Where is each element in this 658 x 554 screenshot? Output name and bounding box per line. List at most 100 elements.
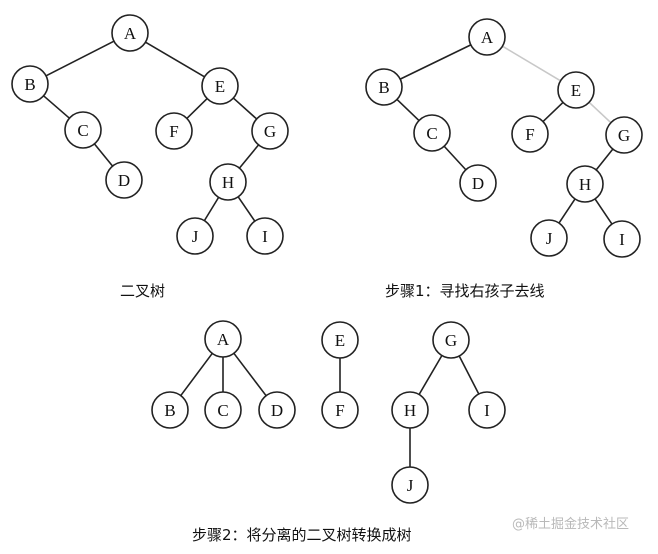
s1-removed-edge-e-g (588, 101, 612, 124)
s1-node-a: A (468, 18, 506, 56)
s1-node-h: H (566, 165, 604, 203)
node-label: H (404, 401, 416, 420)
s1-edge-g-h (595, 148, 614, 171)
bt-node-a: A (111, 14, 149, 52)
node-circle (459, 164, 497, 202)
bt-edge-a-e (145, 41, 205, 78)
node-circle (530, 219, 568, 257)
node-label: J (546, 229, 553, 248)
node-label: B (24, 75, 35, 94)
node-label: C (217, 401, 228, 420)
s2t3-edge-g-i (458, 355, 480, 395)
node-label: D (472, 174, 484, 193)
s2t3-node-h: H (391, 391, 429, 429)
bt-edge-g-h (238, 144, 260, 169)
step1-diagram: A B C D E F G H J I (365, 18, 643, 258)
bt-edge-c-d (93, 143, 114, 167)
node-circle (201, 67, 239, 105)
node-label: I (262, 227, 268, 246)
bt-edge-e-f (186, 98, 208, 119)
node-label: E (215, 77, 225, 96)
s1-node-j: J (530, 219, 568, 257)
s1-edge-b-c (396, 98, 420, 122)
node-circle (209, 163, 247, 201)
node-label: C (426, 124, 437, 143)
s2t1-node-a: A (204, 320, 242, 358)
node-circle (321, 391, 359, 429)
s2t2-node-f: F (321, 391, 359, 429)
s1-node-f: F (511, 115, 549, 153)
s1-edge-c-d (443, 145, 467, 171)
bt-node-e: E (201, 67, 239, 105)
node-label: A (124, 24, 137, 43)
s1-node-d: D (459, 164, 497, 202)
node-label: D (271, 401, 283, 420)
node-label: G (264, 122, 276, 141)
node-label: G (618, 126, 630, 145)
watermark: @稀土掘金技术社区 (512, 516, 629, 532)
node-circle (11, 65, 49, 103)
s2t2-node-e: E (321, 321, 359, 359)
s1-node-e: E (557, 71, 595, 109)
node-circle (251, 112, 289, 150)
node-circle (176, 217, 214, 255)
node-circle (391, 391, 429, 429)
s1-node-b: B (365, 68, 403, 106)
node-circle (365, 68, 403, 106)
step2-diagram: A B C D E F G H I J (151, 320, 506, 504)
bt-node-j: J (176, 217, 214, 255)
caption-step1: 步骤1：寻找右孩子去线 (385, 282, 545, 300)
node-label: F (169, 122, 178, 141)
s2t3-node-g: G (432, 321, 470, 359)
node-label: E (571, 81, 581, 100)
node-circle (391, 466, 429, 504)
s1-node-g: G (605, 116, 643, 154)
bt-node-d: D (105, 161, 143, 199)
node-label: F (335, 401, 344, 420)
node-circle (155, 112, 193, 150)
bt-edge-h-j (203, 196, 220, 222)
node-circle (246, 217, 284, 255)
bt-edge-a-b (45, 40, 115, 77)
node-label: H (222, 173, 234, 192)
bt-node-i: I (246, 217, 284, 255)
s2t3-edge-g-h (418, 355, 443, 395)
bt-node-f: F (155, 112, 193, 150)
node-label: B (164, 401, 175, 420)
node-circle (468, 18, 506, 56)
s1-removed-edge-a-e (502, 45, 561, 82)
s2t1-node-c: C (204, 391, 242, 429)
s1-edge-h-j (558, 198, 576, 224)
s1-node-i: I (603, 220, 641, 258)
node-circle (64, 111, 102, 149)
node-circle (566, 165, 604, 203)
node-label: I (484, 401, 490, 420)
bt-edge-h-i (237, 196, 256, 222)
node-label: J (192, 227, 199, 246)
caption-step2: 步骤2：将分离的二叉树转换成树 (192, 526, 412, 544)
s2t1-edge-a-d (233, 352, 267, 397)
caption-binary-tree: 二叉树 (120, 282, 165, 300)
node-circle (432, 321, 470, 359)
node-label: I (619, 230, 625, 249)
s2t1-node-b: B (151, 391, 189, 429)
node-label: F (525, 125, 534, 144)
node-circle (557, 71, 595, 109)
s1-edge-e-f (542, 101, 564, 123)
node-circle (321, 321, 359, 359)
bt-node-h: H (209, 163, 247, 201)
node-circle (204, 320, 242, 358)
node-circle (605, 116, 643, 154)
node-circle (413, 114, 451, 152)
bt-edge-e-g (232, 97, 258, 120)
node-circle (111, 14, 149, 52)
node-label: J (407, 476, 414, 495)
node-label: E (335, 331, 345, 350)
bt-node-g: G (251, 112, 289, 150)
s2t1-node-d: D (258, 391, 296, 429)
node-label: D (118, 171, 130, 190)
node-circle (468, 391, 506, 429)
s1-edge-a-b (399, 44, 472, 80)
node-circle (105, 161, 143, 199)
